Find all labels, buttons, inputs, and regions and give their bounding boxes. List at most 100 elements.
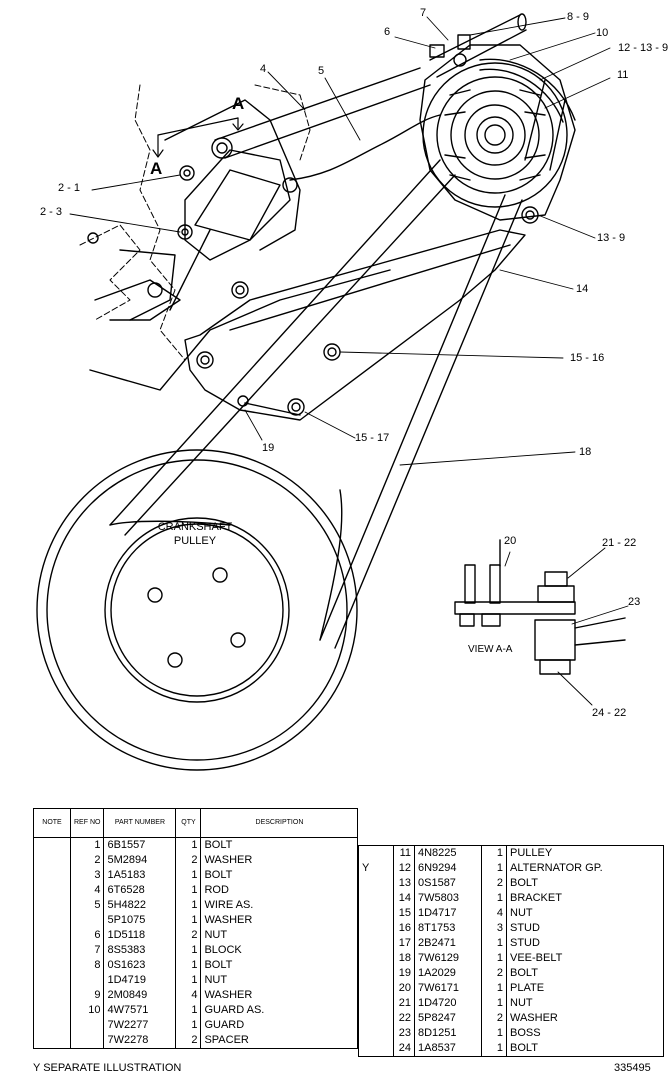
qty-cell: 3 [481, 921, 507, 936]
part-number-cell: 4W7571 [103, 1003, 176, 1018]
view-a-a-detail [454, 539, 626, 675]
qty-cell: 1 [175, 1003, 201, 1018]
engine-housing [87, 99, 391, 391]
description-cell: BRACKET [506, 891, 664, 906]
note-cell [34, 868, 71, 883]
section-arrow-a [152, 117, 244, 158]
wire [289, 114, 441, 181]
parts-diagram [36, 13, 629, 771]
ref-no-cell: 15 [393, 906, 415, 921]
callout-10: 10 [596, 27, 609, 39]
description-cell: BOLT [200, 837, 358, 853]
note-cell [34, 853, 71, 868]
callout-12-13-9: 12 - 13 - 9 [618, 42, 669, 54]
description-cell: WASHER [506, 1011, 664, 1026]
qty-cell: 1 [175, 943, 201, 958]
qty-cell: 1 [175, 837, 201, 853]
qty-cell: 1 [175, 973, 201, 988]
header-qty: QTY [175, 808, 201, 838]
ref-no-cell [69, 1033, 104, 1049]
callout-2-1: 2 - 1 [58, 182, 81, 194]
part-number-cell: 7W5803 [414, 891, 482, 906]
adjusting-rod [214, 13, 527, 159]
note-cell [359, 876, 394, 891]
description-cell: STUD [506, 921, 664, 936]
description-cell: BOSS [506, 1026, 664, 1041]
callout-18: 18 [579, 446, 592, 458]
part-number-cell: 8T1753 [414, 921, 482, 936]
part-number-cell: 4N8225 [414, 845, 482, 861]
qty-cell: 1 [481, 891, 507, 906]
part-number-cell: 1D5118 [103, 928, 176, 943]
pulley-label-line2: PULLEY [173, 535, 217, 547]
part-number-cell: 1A5183 [103, 868, 176, 883]
leader-lines [69, 16, 629, 706]
description-cell: VEE-BELT [506, 951, 664, 966]
note-cell [359, 906, 394, 921]
ref-no-cell: 5 [69, 898, 104, 913]
qty-cell: 1 [481, 936, 507, 951]
ref-no-cell: 20 [393, 981, 415, 996]
ref-no-cell: 6 [69, 928, 104, 943]
description-cell: BOLT [200, 958, 358, 973]
part-number-cell: 8S5383 [103, 943, 176, 958]
ref-no-cell: 11 [393, 845, 415, 861]
qty-cell: 2 [175, 1033, 201, 1049]
ref-no-cell: 8 [69, 958, 104, 973]
description-cell: BOLT [506, 876, 664, 891]
callout-21-22: 21 - 22 [602, 537, 637, 549]
note-cell [34, 958, 71, 973]
engine-block-outline [79, 84, 311, 361]
view-a-a-label: VIEW A-A [468, 644, 513, 655]
callout-2-3: 2 - 3 [40, 206, 63, 218]
part-number-cell: 5M2894 [103, 853, 176, 868]
callout-24-22: 24 - 22 [592, 707, 627, 719]
part-number-cell: 1A2029 [414, 966, 482, 981]
callout-14: 14 [576, 283, 589, 295]
description-cell: PULLEY [506, 845, 664, 861]
description-cell: SPACER [200, 1033, 358, 1049]
part-number-cell: 1D4720 [414, 996, 482, 1011]
callout-20: 20 [504, 535, 517, 547]
header-description: DESCRIPTION [200, 808, 358, 838]
part-number-cell: 0S1623 [103, 958, 176, 973]
callout-13-9: 13 - 9 [597, 232, 626, 244]
section-mark-a-bottom: A [150, 159, 163, 178]
qty-cell: 1 [481, 1026, 507, 1041]
qty-cell: 4 [481, 906, 507, 921]
description-cell: BOLT [506, 1041, 664, 1057]
ref-no-cell: 9 [69, 988, 104, 1003]
qty-cell: 2 [175, 928, 201, 943]
crankshaft-pulley-label: CRANKSHAFT PULLEY [150, 520, 240, 548]
ref-no-cell: 24 [393, 1041, 415, 1057]
ref-no-cell: 22 [393, 1011, 415, 1026]
ref-no-cell: 18 [393, 951, 415, 966]
qty-cell: 1 [481, 845, 507, 861]
note-cell [34, 1033, 71, 1049]
part-number-cell: 6N9294 [414, 861, 482, 876]
table-header-row: NOTE REF NO PART NUMBER QTY DESCRIPTION [33, 808, 358, 838]
description-cell: ROD [200, 883, 358, 898]
part-number-cell: 7W2278 [103, 1033, 176, 1049]
adjusting-nut [429, 34, 471, 58]
note-cell [359, 981, 394, 996]
qty-cell: 1 [175, 913, 201, 928]
part-number-cell: 1A8537 [414, 1041, 482, 1057]
description-cell: BLOCK [200, 943, 358, 958]
note-cell [359, 891, 394, 906]
ref-no-cell: 4 [69, 883, 104, 898]
